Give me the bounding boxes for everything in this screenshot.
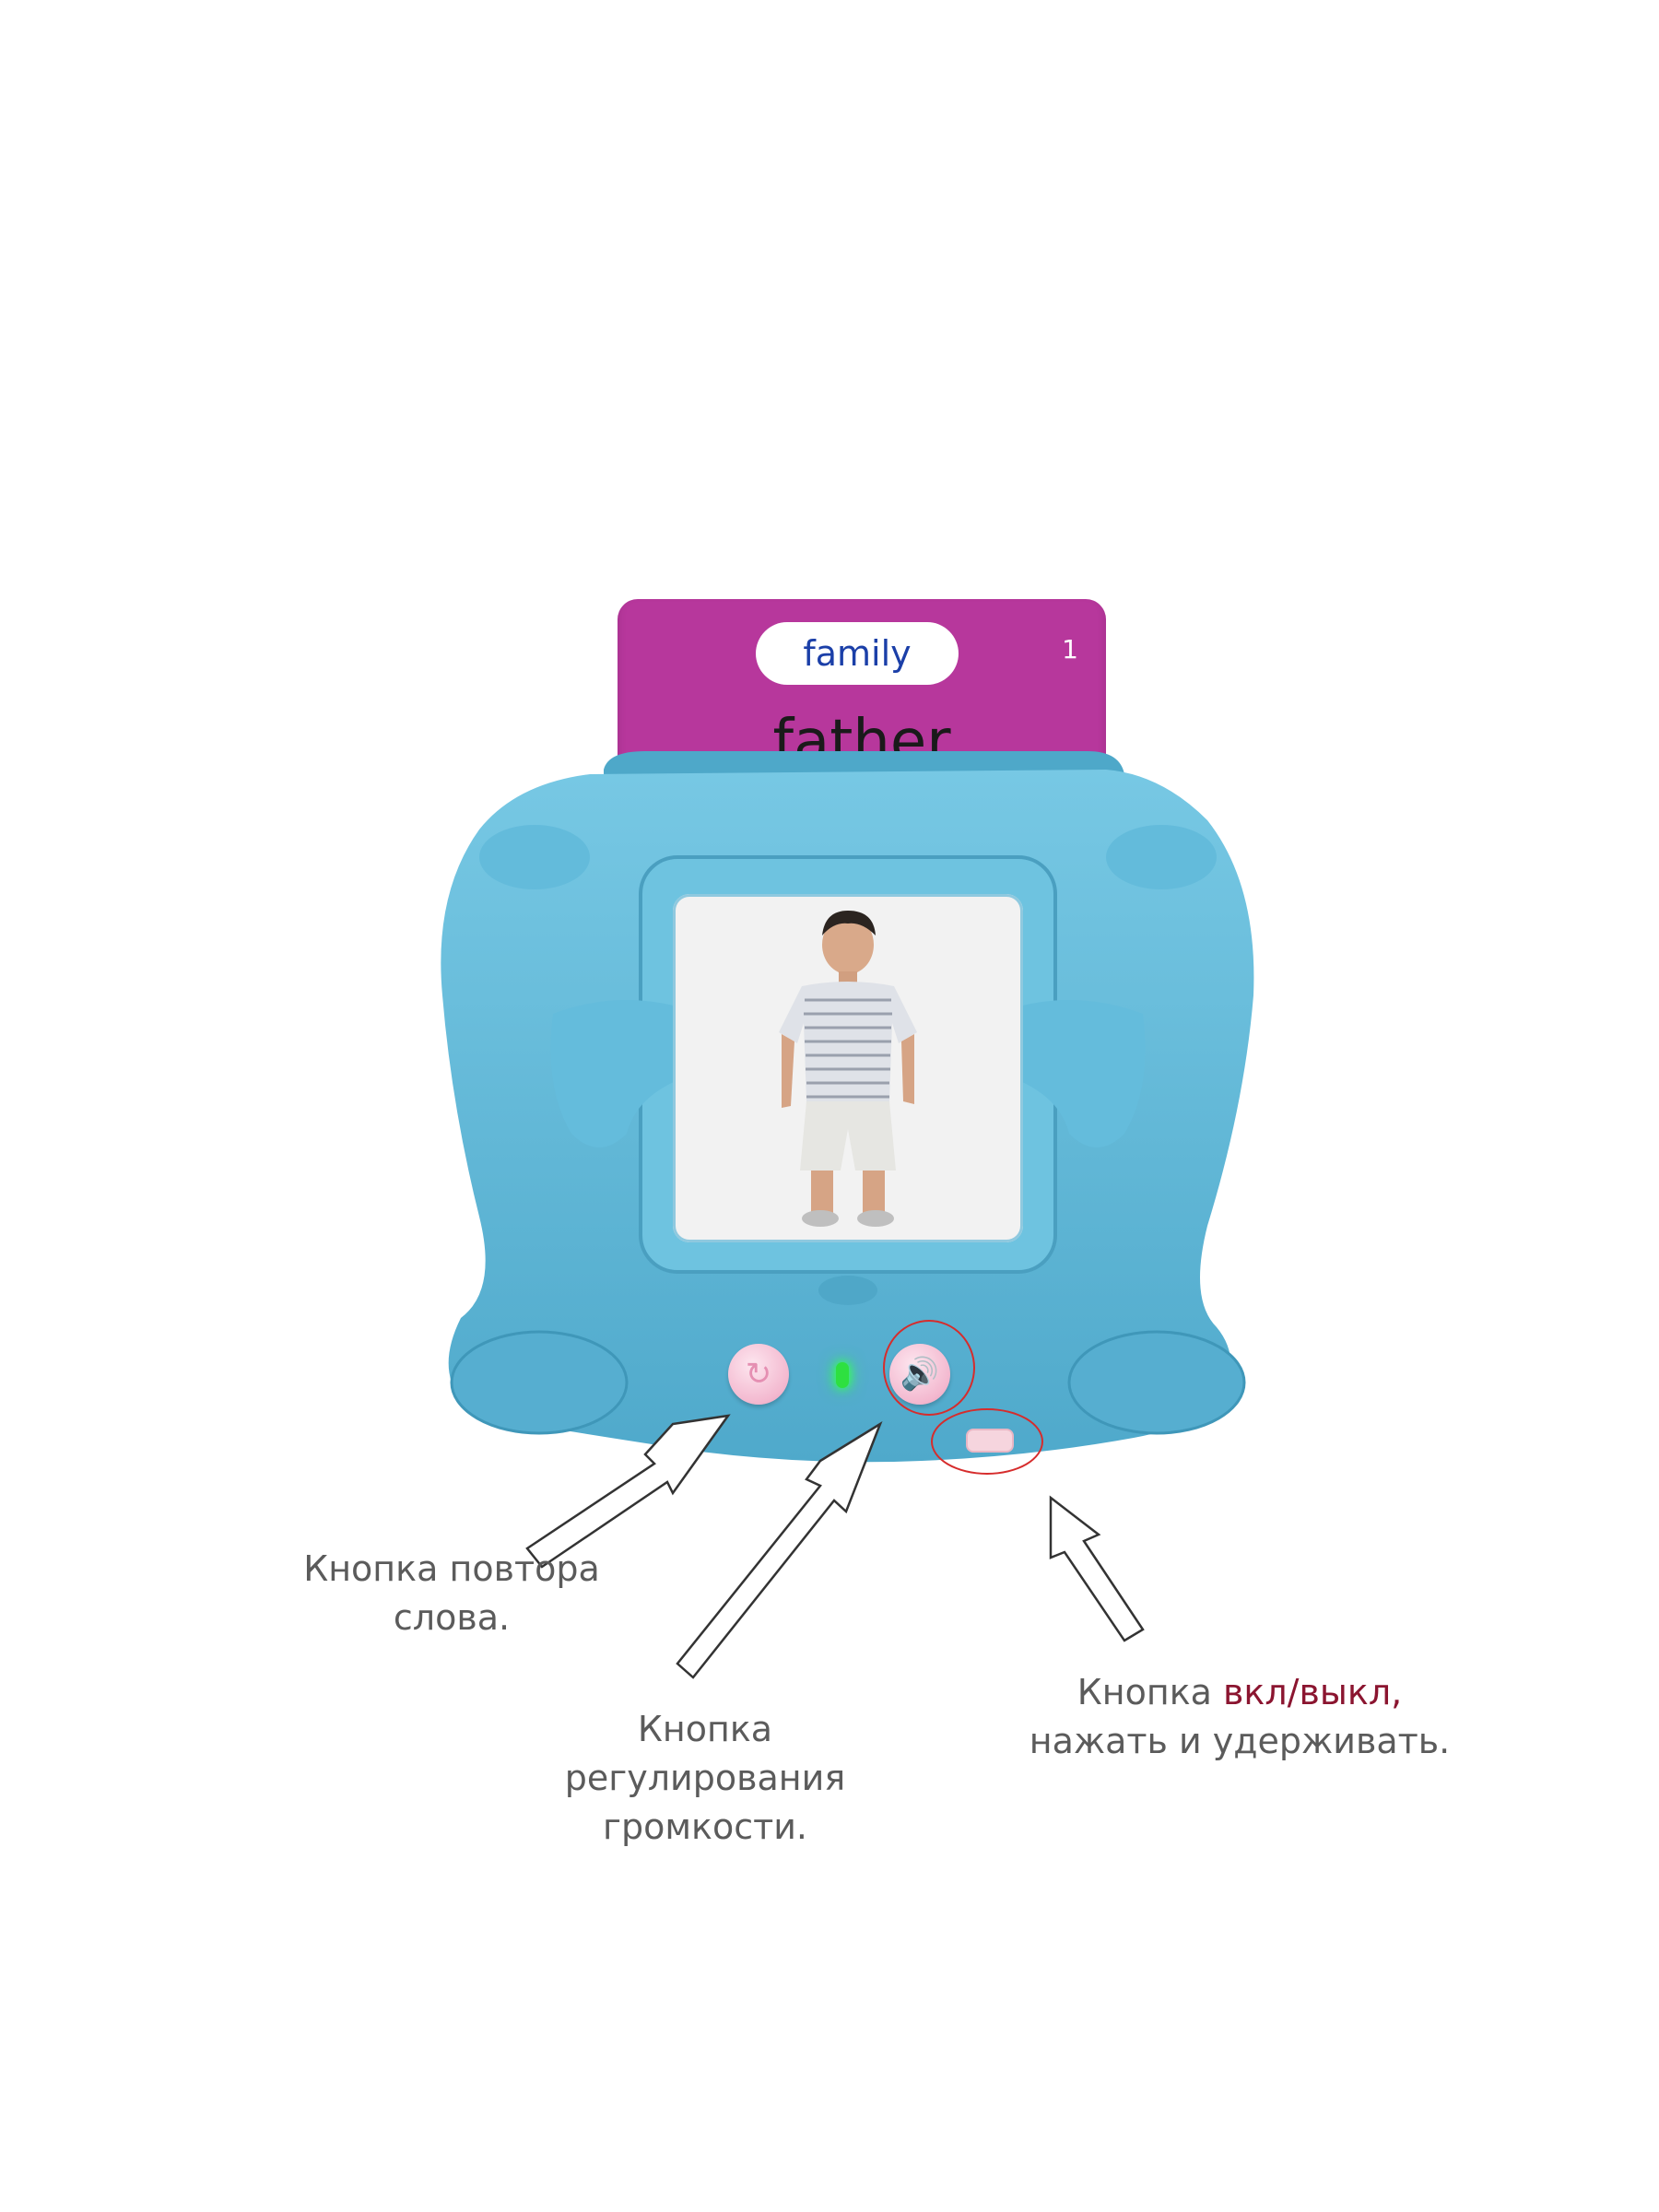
arrow-repeat	[525, 1414, 731, 1569]
power-switch[interactable]	[966, 1429, 1014, 1453]
picture-screen	[673, 894, 1023, 1242]
power-led	[836, 1362, 849, 1388]
speaker-icon: 🔊	[900, 1357, 940, 1392]
right-foot	[1067, 1330, 1246, 1435]
left-foot	[450, 1330, 629, 1435]
refresh-icon: ↻	[745, 1357, 772, 1392]
card-category-text: family	[803, 633, 912, 674]
right-ear-bump	[1106, 825, 1217, 889]
power-label-line2: нажать и удерживать.	[1029, 1721, 1451, 1762]
power-label-prefix: Кнопка	[1077, 1672, 1224, 1712]
card-number: 1	[1062, 634, 1078, 665]
power-label: Кнопка вкл/выкл, нажать и удерживать.	[995, 1668, 1484, 1766]
right-paw	[993, 1000, 1146, 1147]
repeat-label-line2: слова.	[393, 1597, 511, 1639]
repeat-label: Кнопка повтора слова.	[276, 1545, 627, 1642]
power-label-accent: вкл/выкл,	[1223, 1672, 1403, 1712]
arrow-volume	[676, 1420, 883, 1679]
volume-label-line2: регулирования	[564, 1758, 846, 1799]
power-label-line1: Кнопка вкл/выкл,	[995, 1668, 1484, 1717]
card-category-pill: family	[756, 622, 959, 685]
repeat-button[interactable]: ↻	[728, 1344, 789, 1405]
repeat-label-line1: Кнопка повтора	[303, 1548, 600, 1589]
arrow-power	[1049, 1495, 1145, 1642]
center-notch	[818, 1276, 877, 1305]
left-paw	[550, 1000, 703, 1147]
volume-label-line1: Кнопка	[637, 1709, 773, 1749]
left-ear-bump	[479, 825, 590, 889]
volume-button[interactable]: 🔊	[889, 1344, 950, 1405]
volume-label: Кнопка регулирования громкости.	[521, 1705, 889, 1853]
volume-label-line3: громкости.	[602, 1806, 807, 1848]
person-image	[779, 911, 917, 1227]
